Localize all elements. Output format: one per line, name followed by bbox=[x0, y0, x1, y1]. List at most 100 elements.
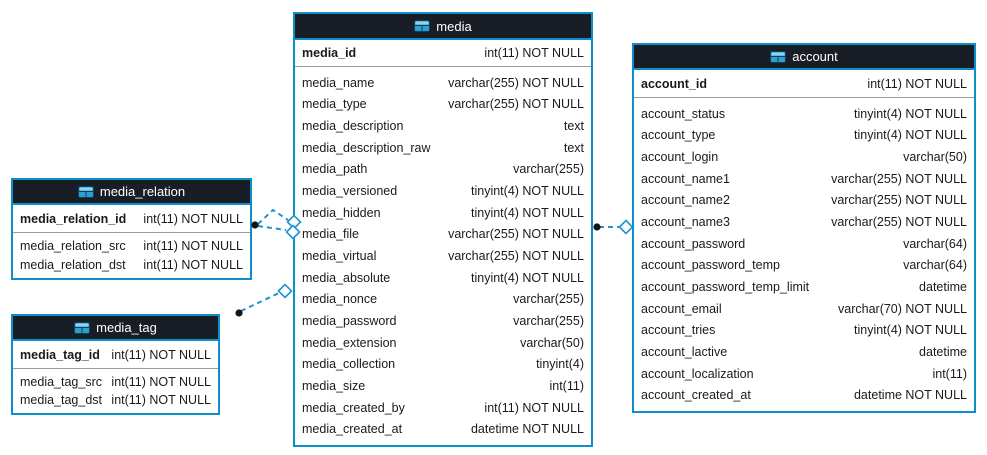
column-type: int(11) bbox=[549, 378, 584, 393]
column-type: int(11) NOT NULL bbox=[484, 46, 584, 60]
column-name: account_status bbox=[641, 106, 726, 121]
column-type: int(11) NOT NULL bbox=[143, 211, 243, 226]
column-name: media_tag_dst bbox=[20, 393, 103, 408]
column-name: media_nonce bbox=[302, 292, 378, 307]
table-row[interactable]: account_password_temp varchar(64) bbox=[634, 258, 974, 272]
table-row[interactable]: media_description text bbox=[295, 119, 591, 133]
table-row[interactable]: media_nonce varchar(255) bbox=[295, 292, 591, 306]
column-type: varchar(64) bbox=[903, 236, 967, 251]
column-name: media_tag_src bbox=[20, 374, 102, 389]
column-type: text bbox=[563, 118, 584, 133]
column-type: varchar(70) NOT NULL bbox=[838, 301, 967, 316]
column-type: varchar(255) bbox=[513, 162, 584, 177]
column-type: int(11) bbox=[932, 366, 967, 381]
table-row[interactable]: account_name1 varchar(255) NOT NULL bbox=[634, 172, 974, 186]
table-row[interactable]: media_created_at datetime NOT NULL bbox=[295, 422, 591, 436]
column-name: account_name1 bbox=[641, 171, 730, 186]
table-row[interactable]: media_tag_src int(11) NOT NULL bbox=[13, 375, 218, 389]
table-icon bbox=[77, 185, 94, 198]
table-row[interactable]: account_tries tinyint(4) NOT NULL bbox=[634, 323, 974, 337]
table-columns: media_tag_src int(11) NOT NULL media_tag_… bbox=[13, 369, 218, 413]
column-name: media_extension bbox=[302, 335, 397, 350]
table-media-relation[interactable]: media_relation media_relation_id int(11)… bbox=[11, 178, 252, 280]
primary-key-row[interactable]: media_relation_id int(11) NOT NULL bbox=[13, 205, 250, 233]
column-type: datetime NOT NULL bbox=[470, 422, 584, 437]
table-row[interactable]: media_extension varchar(50) bbox=[295, 336, 591, 350]
column-type: varchar(255) NOT NULL bbox=[831, 171, 967, 186]
table-title: media bbox=[436, 18, 472, 34]
column-name: media_relation_id bbox=[20, 211, 127, 226]
table-header[interactable]: media_tag bbox=[13, 316, 218, 341]
table-account[interactable]: account account_id int(11) NOT NULL acco… bbox=[632, 43, 976, 413]
table-header[interactable]: media bbox=[295, 14, 591, 40]
table-row[interactable]: media_tag_dst int(11) NOT NULL bbox=[13, 393, 218, 407]
column-type: text bbox=[563, 140, 584, 155]
table-media-tag[interactable]: media_tag media_tag_id int(11) NOT NULL … bbox=[11, 314, 220, 415]
column-type: varchar(64) bbox=[903, 258, 967, 273]
column-type: int(11) NOT NULL bbox=[111, 393, 211, 408]
column-type: tinyint(4) NOT NULL bbox=[854, 128, 967, 143]
primary-key-row[interactable]: media_id int(11) NOT NULL bbox=[295, 40, 591, 67]
column-name: media_description bbox=[302, 118, 404, 133]
column-type: tinyint(4) NOT NULL bbox=[854, 323, 967, 338]
column-type: int(11) NOT NULL bbox=[111, 374, 211, 389]
table-row[interactable]: media_relation_src int(11) NOT NULL bbox=[13, 239, 250, 253]
column-type: varchar(255) NOT NULL bbox=[831, 193, 967, 208]
column-name: account_password bbox=[641, 236, 746, 251]
primary-key-row[interactable]: media_tag_id int(11) NOT NULL bbox=[13, 341, 218, 369]
column-type: varchar(255) bbox=[513, 313, 584, 328]
column-name: account_name2 bbox=[641, 193, 730, 208]
relationship-media-to-account[interactable] bbox=[593, 219, 634, 235]
column-name: media_type bbox=[302, 97, 367, 112]
column-name: account_password_temp bbox=[641, 258, 780, 273]
column-name: account_password_temp_limit bbox=[641, 279, 810, 294]
table-header[interactable]: account bbox=[634, 45, 974, 70]
column-name: media_created_by bbox=[302, 400, 405, 415]
table-header[interactable]: media_relation bbox=[13, 180, 250, 205]
column-type: varchar(255) bbox=[513, 292, 584, 307]
column-name: account_lactive bbox=[641, 344, 728, 359]
column-type: varchar(255) NOT NULL bbox=[448, 75, 584, 90]
column-name: media_created_at bbox=[302, 422, 403, 437]
column-type: tinyint(4) NOT NULL bbox=[471, 205, 584, 220]
table-columns: media_relation_src int(11) NOT NULL media… bbox=[13, 233, 250, 278]
column-name: media_relation_src bbox=[20, 239, 126, 253]
column-type: tinyint(4) bbox=[536, 357, 584, 372]
column-type: int(11) NOT NULL bbox=[867, 76, 967, 91]
table-title: media_tag bbox=[96, 320, 157, 335]
table-row[interactable]: account_password varchar(64) bbox=[634, 237, 974, 251]
table-row[interactable]: account_name2 varchar(255) NOT NULL bbox=[634, 193, 974, 207]
column-type: int(11) NOT NULL bbox=[143, 239, 243, 253]
primary-key-row[interactable]: account_id int(11) NOT NULL bbox=[634, 70, 974, 98]
table-media[interactable]: media media_id int(11) NOT NULL media_na… bbox=[293, 12, 593, 447]
column-name: account_tries bbox=[641, 323, 716, 338]
column-type: varchar(50) bbox=[520, 335, 584, 350]
relationship-media-tag-to-media[interactable] bbox=[235, 283, 293, 317]
column-type: varchar(255) NOT NULL bbox=[448, 248, 584, 263]
